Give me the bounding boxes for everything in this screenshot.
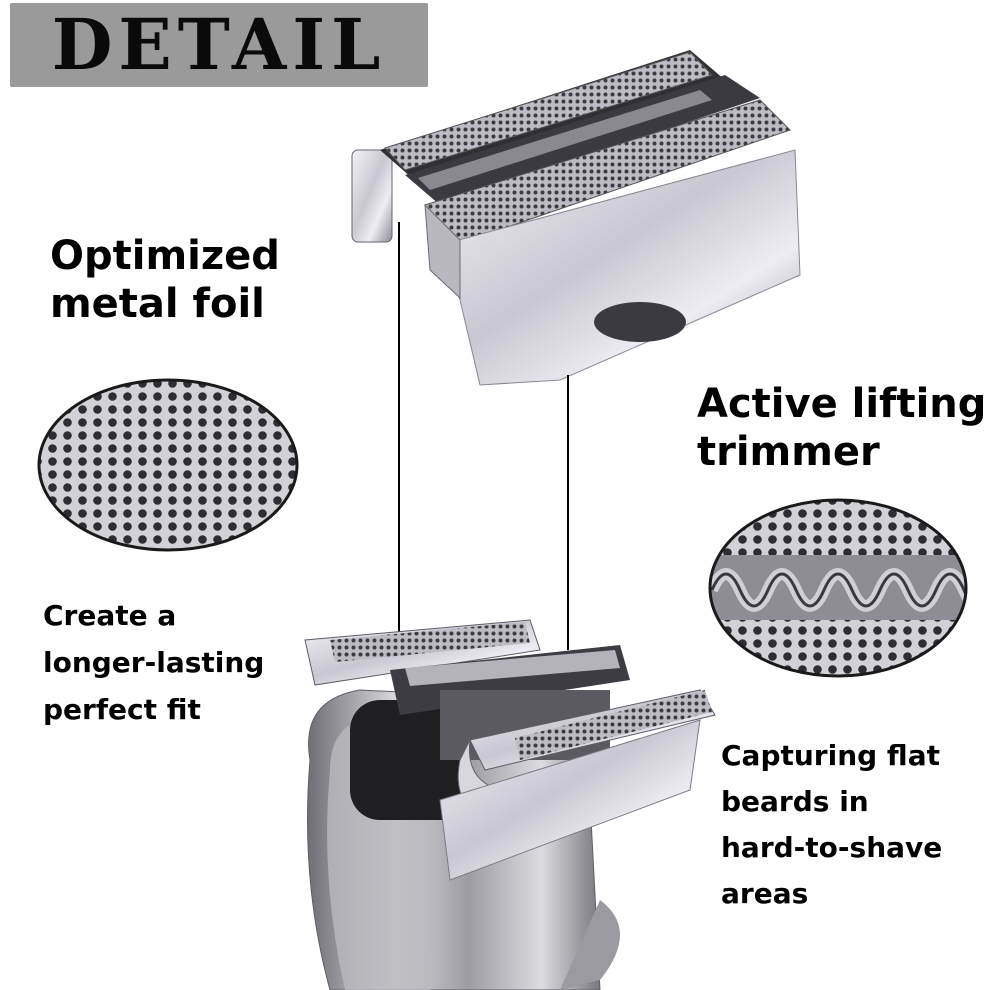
foil-callout: Optimized metal foil xyxy=(50,232,280,328)
fit-callout: Create a longer-lasting perfect fit xyxy=(43,592,264,733)
foil-closeup-image xyxy=(37,378,299,552)
trimmer-closeup-image xyxy=(708,498,968,678)
fit-callout-line2: longer-lasting xyxy=(43,646,265,679)
detail-banner: DETAIL xyxy=(10,3,428,87)
capture-callout-line3: hard-to-shave xyxy=(721,831,943,864)
banner-title: DETAIL xyxy=(51,3,387,86)
trimmer-callout-line1: Active lifting xyxy=(697,381,987,427)
trimmer-callout: Active lifting trimmer xyxy=(697,380,986,476)
capture-callout-line4: areas xyxy=(721,877,809,910)
foil-cassette-image xyxy=(351,50,801,386)
capture-callout: Capturing flat beards in hard-to-shave a… xyxy=(721,733,942,917)
fit-callout-line3: perfect fit xyxy=(43,693,201,726)
foil-callout-line2: metal foil xyxy=(50,281,265,327)
foil-callout-line1: Optimized xyxy=(50,233,280,279)
capture-callout-line1: Capturing flat xyxy=(721,739,940,772)
fit-callout-line1: Create a xyxy=(43,599,177,632)
shaver-head-image xyxy=(304,619,716,990)
capture-callout-line2: beards in xyxy=(721,785,869,818)
trimmer-callout-line2: trimmer xyxy=(697,429,880,475)
